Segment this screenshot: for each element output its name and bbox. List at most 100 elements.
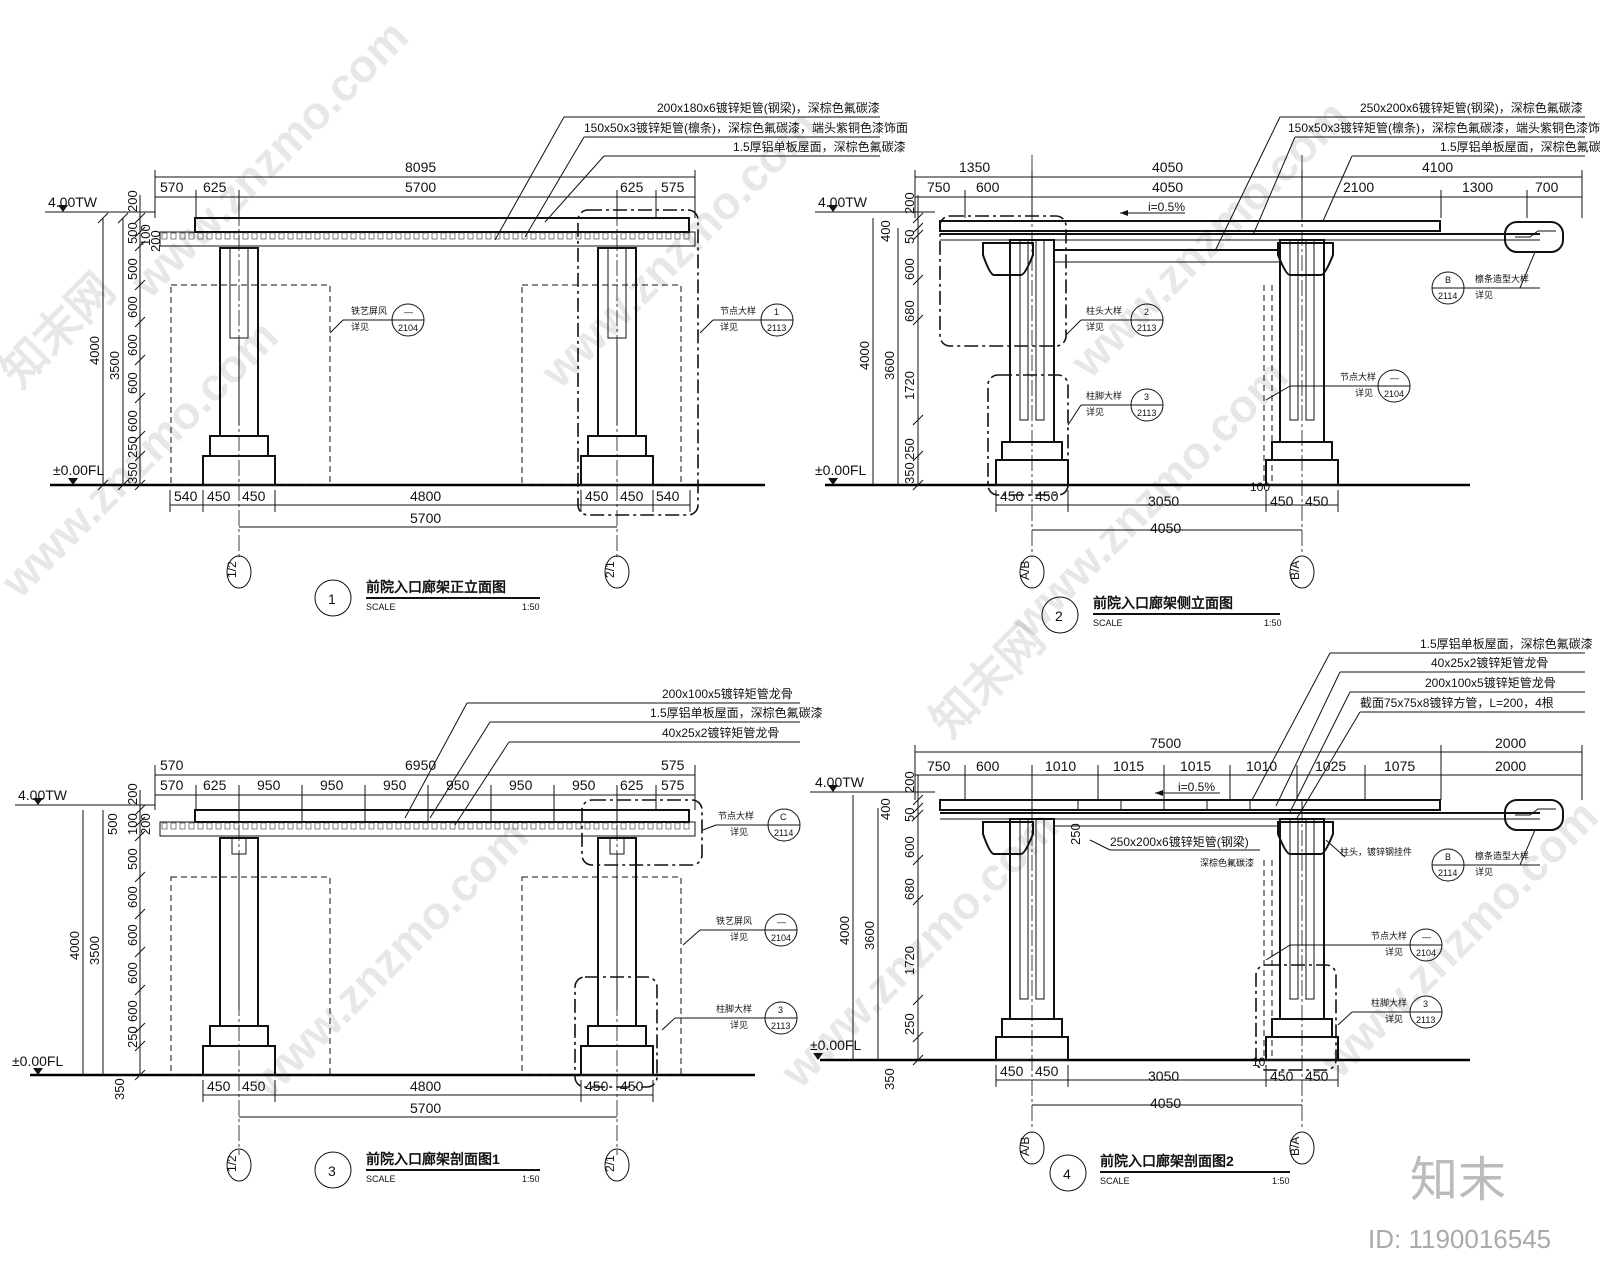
dimension-label: 2100 [1343,179,1374,195]
dimension-label: 600 [125,334,140,356]
purlin-end [395,822,402,830]
dimension-label: 950 [509,777,533,793]
watermark-text: www.znzmo.com [120,9,418,307]
drawing-title: 前院入口廊架剖面图2 [1100,1153,1234,1169]
purlin-end [377,822,384,830]
dimension-tick [912,1054,924,1066]
purlin-end [629,822,636,830]
purlin-end [620,232,627,240]
watermark-text: www.znzmo.com [1060,89,1358,387]
dimension-label: 500 [125,258,140,280]
dimension-label: 1720 [902,371,917,400]
dimension-label: 950 [572,777,596,793]
watermark-text: 知末网 [0,263,125,397]
dimension-label: 600 [125,296,140,318]
drawing-number: 3 [328,1163,336,1179]
dimension-label: 625 [203,179,227,195]
reference-label: 详见 [1475,289,1493,300]
purlin-end [683,232,690,240]
roof-panel [939,799,1441,811]
dimension-label: 600 [125,924,140,946]
dimension-label: 200 [148,230,163,252]
axis-label: 1/2 [225,1155,239,1172]
level-label: 4.00TW [818,194,868,210]
dimension-label: 2000 [1495,735,1526,751]
purlin-end [170,822,177,830]
level-label: 4.00TW [48,194,98,210]
dimension-tick [912,794,924,806]
purlin-ends [161,822,690,830]
dimension-label: 570 [160,757,184,773]
purlin-end [359,232,366,240]
dimension-tick [97,479,109,491]
detail-boundary [987,374,1069,496]
purlin-end [530,232,537,240]
dimension-tick [134,816,146,828]
axis-bubble [1019,555,1045,589]
dimension-label: 500 [105,813,120,835]
purlin-end [197,232,204,240]
reference-label: 详见 [730,931,748,942]
level-label: ±0.00FL [815,462,866,478]
purlin-end [179,232,186,240]
dimension-tick [134,450,146,462]
reference-number: 2113 [1137,408,1156,418]
dimension-label: 500 [125,848,140,870]
purlin-end [440,232,447,240]
purlin-end [206,232,213,240]
dimension-label: 50 [902,808,917,822]
drawing-3-section-1: 570 6950 575 570 625 950 950 950 950 950… [12,686,823,1189]
reference-label: 详见 [1385,1013,1403,1024]
purlin-end [467,232,474,240]
dimension-tick [134,240,146,252]
material-callout: 柱头，镀锌钢挂件 [1340,846,1412,857]
purlin-end [431,822,438,830]
purlin-end [188,232,195,240]
dimension-label: 600 [125,372,140,394]
level-label: ±0.00FL [810,1037,861,1053]
reference-label: 详见 [1385,946,1403,957]
purlin-end [350,822,357,830]
purlin-end [602,822,609,830]
axis-label: B/A [1288,1137,1302,1156]
purlin-end [233,232,240,240]
dimension-label: 450 [620,1078,644,1094]
dimension-label: 250 [125,1026,140,1048]
purlin-end [377,232,384,240]
axis-label: 2/1 [603,1155,617,1172]
reference-number: 2113 [771,1021,790,1031]
dimension-label: 50 [902,230,917,244]
dimension-label: 200 [125,190,140,212]
purlin-end [269,232,276,240]
roof-panel [194,809,690,823]
purlin-end [368,822,375,830]
purlin-end [521,822,528,830]
reference-number: 2 [1144,307,1149,317]
reference-label: 详见 [1086,321,1104,332]
dimension-tick [912,1031,924,1043]
dimension-label: 600 [902,836,917,858]
purlin-end [503,232,510,240]
dimension-label: 750 [927,179,951,195]
dimension-label: 200 [125,783,140,805]
reference-number: 2113 [767,323,786,333]
purlin-end [359,822,366,830]
dimension-label: 750 [927,758,951,774]
dimension-label: 540 [656,488,680,504]
purlin-end [503,822,510,830]
dimension-label: 600 [125,1000,140,1022]
dimension-label: 4800 [410,1078,441,1094]
drawing-number-bubble [314,579,352,617]
reference-label: 柱脚大样 [1371,997,1407,1008]
reference-number: — [1390,373,1399,383]
dimension-tick [134,392,146,404]
keel-divisions [1031,800,1303,810]
dimension-label: 1010 [1246,758,1277,774]
watermark-text: 知末网 [920,613,1054,747]
dimension-label: 100 [138,224,153,246]
dimension-label: 450 [1270,1068,1294,1084]
purlin-end [314,822,321,830]
dimension-label: 950 [320,777,344,793]
reference-number: — [1422,932,1431,942]
